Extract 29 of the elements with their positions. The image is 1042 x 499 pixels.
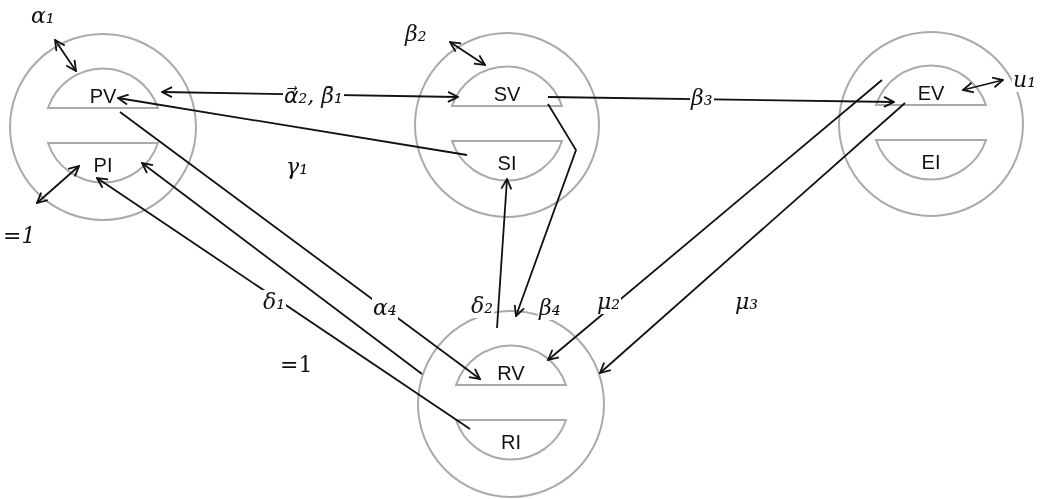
note-text: =1	[280, 352, 313, 377]
double-arrow	[962, 76, 1004, 94]
arrow	[547, 79, 883, 361]
double-arrow	[449, 41, 486, 66]
edge-label: β₂	[404, 22, 428, 46]
arrow	[141, 162, 423, 375]
edge-label: β₃	[690, 86, 714, 110]
edge-label: β₄	[538, 296, 562, 320]
edge-label: α₄	[372, 296, 398, 320]
arrow	[513, 103, 577, 317]
node-label: EV	[917, 82, 945, 104]
node-label: PV	[89, 85, 117, 107]
node-label: SI	[497, 152, 517, 174]
arrow	[496, 178, 513, 329]
node-label: PI	[93, 154, 113, 176]
node-label: EI	[921, 151, 941, 173]
arrow	[117, 93, 468, 156]
double-arrow	[36, 165, 80, 204]
node-label: SV	[493, 83, 521, 105]
arrow	[547, 95, 895, 108]
node-label: RV	[497, 362, 525, 384]
node-label: RI	[501, 431, 521, 453]
edge-label: δ₂	[470, 294, 495, 318]
arrow	[96, 177, 471, 430]
arrow	[599, 102, 906, 374]
double-arrow	[54, 39, 77, 72]
circle-outline	[9, 33, 197, 221]
arrow	[119, 111, 481, 380]
edge-label: α⃗₂, β̄₁	[283, 84, 344, 108]
